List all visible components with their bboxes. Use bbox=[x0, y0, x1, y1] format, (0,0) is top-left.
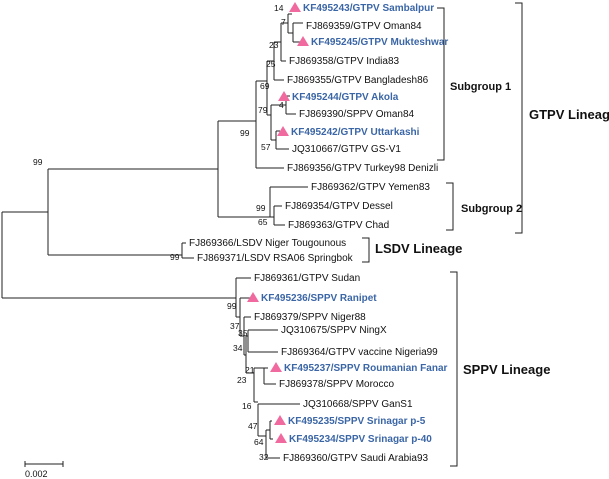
leaf-label: JQ310675/SPPV NingX bbox=[281, 325, 387, 336]
leaf-label: KF495237/SPPV Roumanian Fanar bbox=[284, 363, 448, 374]
bootstrap-values: 14 7 23 25 69 79 4 57 99 99 99 65 99 99 … bbox=[33, 3, 286, 462]
bootstrap-value: 99 bbox=[33, 157, 43, 167]
bootstrap-value: 64 bbox=[254, 437, 264, 447]
bootstrap-value: 99 bbox=[227, 301, 237, 311]
bootstrap-value: 69 bbox=[260, 81, 270, 91]
bootstrap-value: 65 bbox=[258, 217, 268, 227]
triangle-marker-icon bbox=[297, 36, 309, 46]
lsdv-lineage-bracket bbox=[362, 237, 370, 263]
leaf-label: JQ310668/SPPV GanS1 bbox=[303, 399, 413, 410]
bootstrap-value: 99 bbox=[256, 203, 266, 213]
triangle-marker-icon bbox=[247, 292, 259, 302]
leaf-label: FJ869379/SPPV Niger88 bbox=[254, 312, 366, 323]
subgroup-2-label: Subgroup 2 bbox=[461, 203, 522, 215]
bootstrap-value: 23 bbox=[269, 40, 279, 50]
leaf-label: FJ869390/SPPV Oman84 bbox=[299, 109, 415, 120]
gtpv-lineage-label: GTPV Lineage bbox=[529, 107, 609, 122]
triangle-marker-icon bbox=[275, 433, 287, 443]
bootstrap-value: 16 bbox=[242, 401, 252, 411]
bootstrap-value: 7 bbox=[281, 17, 286, 27]
subgroup-2-bracket bbox=[446, 182, 454, 231]
gtpv-lineage-bracket bbox=[515, 2, 523, 234]
tree-branches bbox=[1, 13, 308, 459]
bootstrap-value: 57 bbox=[261, 142, 271, 152]
leaf-label: KF495242/GTPV Uttarkashi bbox=[291, 127, 420, 138]
leaf-label: KF495244/GTPV Akola bbox=[292, 92, 399, 103]
bootstrap-value: 25 bbox=[266, 59, 276, 69]
bootstrap-value: 79 bbox=[258, 105, 268, 115]
bootstrap-value: 23 bbox=[237, 375, 247, 385]
leaf-label: FJ869363/GTPV Chad bbox=[288, 220, 389, 231]
leaf-label: FJ869354/GTPV Dessel bbox=[285, 201, 393, 212]
triangle-marker-icon bbox=[277, 126, 289, 136]
leaf-label: KF495236/SPPV Ranipet bbox=[261, 293, 377, 304]
leaf-label: FJ869371/LSDV RSA06 Springbok bbox=[197, 253, 354, 264]
bootstrap-value: 32 bbox=[259, 452, 269, 462]
bootstrap-value: 47 bbox=[248, 421, 258, 431]
bootstrap-value: 99 bbox=[170, 252, 180, 262]
leaf-label: KF495245/GTPV Mukteshwar bbox=[311, 37, 448, 48]
triangle-marker-icon bbox=[274, 415, 286, 425]
leaf-label: FJ869356/GTPV Turkey98 Denizli bbox=[287, 163, 438, 174]
scale-bar-label: 0.002 bbox=[25, 469, 48, 479]
triangle-marker-icon bbox=[270, 362, 282, 372]
leaf-label: KF495234/SPPV Srinagar p-40 bbox=[289, 434, 432, 445]
leaf-label: FJ869361/GTPV Sudan bbox=[254, 273, 360, 284]
triangle-marker-icon bbox=[278, 91, 290, 101]
leaf-label: FJ869378/SPPV Morocco bbox=[279, 379, 394, 390]
bootstrap-value: 14 bbox=[274, 3, 284, 13]
bootstrap-value: 35 bbox=[238, 328, 248, 338]
bootstrap-value: 21 bbox=[245, 365, 255, 375]
leaves: KF495243/GTPV Sambalpur FJ869359/GTPV Om… bbox=[189, 2, 448, 464]
leaf-label: KF495235/SPPV Srinagar p-5 bbox=[288, 416, 426, 427]
scale-bar bbox=[24, 461, 64, 467]
sppv-lineage-label: SPPV Lineage bbox=[463, 362, 550, 377]
sppv-lineage-bracket bbox=[450, 271, 458, 467]
leaf-label: JQ310667/GTPV GS-V1 bbox=[292, 144, 401, 155]
leaf-label: FJ869355/GTPV Bangladesh86 bbox=[287, 75, 429, 86]
leaf-label: FJ869359/GTPV Oman84 bbox=[306, 21, 422, 32]
bootstrap-value: 99 bbox=[240, 128, 250, 138]
bootstrap-value: 34 bbox=[233, 343, 243, 353]
leaf-label: KF495243/GTPV Sambalpur bbox=[303, 3, 434, 14]
leaf-label: FJ869364/GTPV vaccine Nigeria99 bbox=[281, 347, 438, 358]
leaf-label: FJ869360/GTPV Saudi Arabia93 bbox=[283, 453, 429, 464]
subgroup-1-bracket bbox=[437, 7, 445, 161]
subgroup-1-label: Subgroup 1 bbox=[450, 81, 511, 93]
bootstrap-value: 4 bbox=[279, 100, 284, 110]
bootstrap-value: 37 bbox=[230, 321, 240, 331]
leaf-label: FJ869366/LSDV Niger Tougounous bbox=[189, 238, 346, 249]
triangle-marker-icon bbox=[289, 2, 301, 12]
lsdv-lineage-label: LSDV Lineage bbox=[375, 241, 462, 256]
leaf-label: FJ869358/GTPV India83 bbox=[289, 56, 400, 67]
leaf-label: FJ869362/GTPV Yemen83 bbox=[311, 182, 430, 193]
